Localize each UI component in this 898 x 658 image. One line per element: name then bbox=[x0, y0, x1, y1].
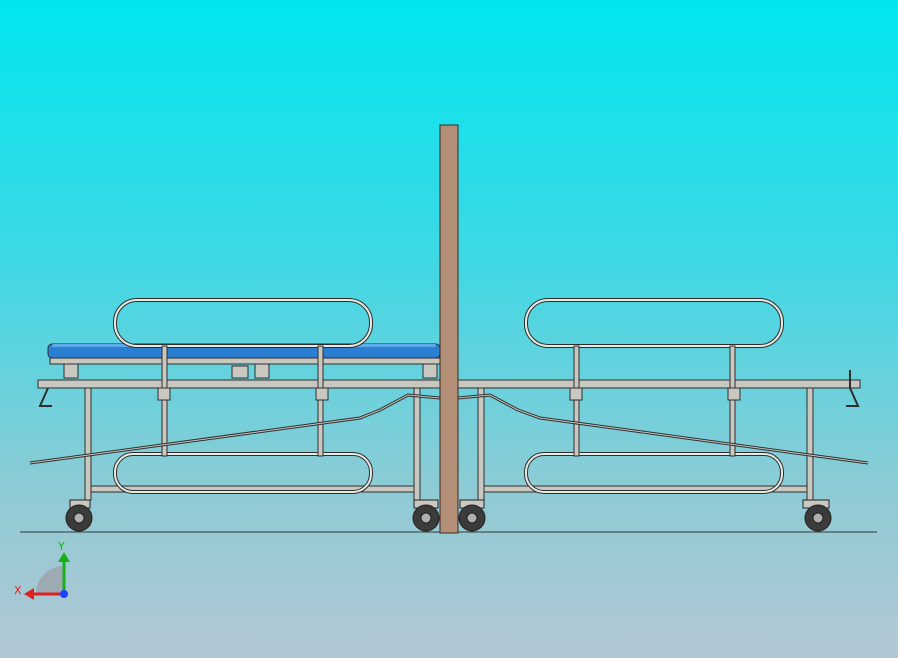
orientation-triad: Y X bbox=[14, 540, 70, 600]
y-axis-label: Y bbox=[57, 540, 65, 553]
left-bed bbox=[29, 298, 441, 501]
right-end-handle bbox=[846, 370, 860, 407]
right-siderail-top bbox=[524, 298, 784, 348]
right-bed bbox=[457, 298, 869, 501]
right-casters bbox=[458, 499, 832, 532]
right-leg-foot bbox=[806, 387, 814, 501]
left-leg-foot bbox=[413, 387, 421, 501]
x-axis-label: X bbox=[14, 584, 22, 597]
center-partition bbox=[439, 124, 459, 534]
left-main-rail bbox=[37, 379, 441, 389]
right-main-rail bbox=[457, 379, 861, 389]
left-siderail-top bbox=[113, 298, 373, 348]
left-leg-head bbox=[84, 387, 92, 501]
right-leg-head bbox=[477, 387, 485, 501]
left-platform bbox=[49, 357, 441, 365]
left-end-handle bbox=[38, 387, 52, 407]
left-casters bbox=[65, 499, 440, 532]
z-axis-dot bbox=[60, 590, 68, 598]
